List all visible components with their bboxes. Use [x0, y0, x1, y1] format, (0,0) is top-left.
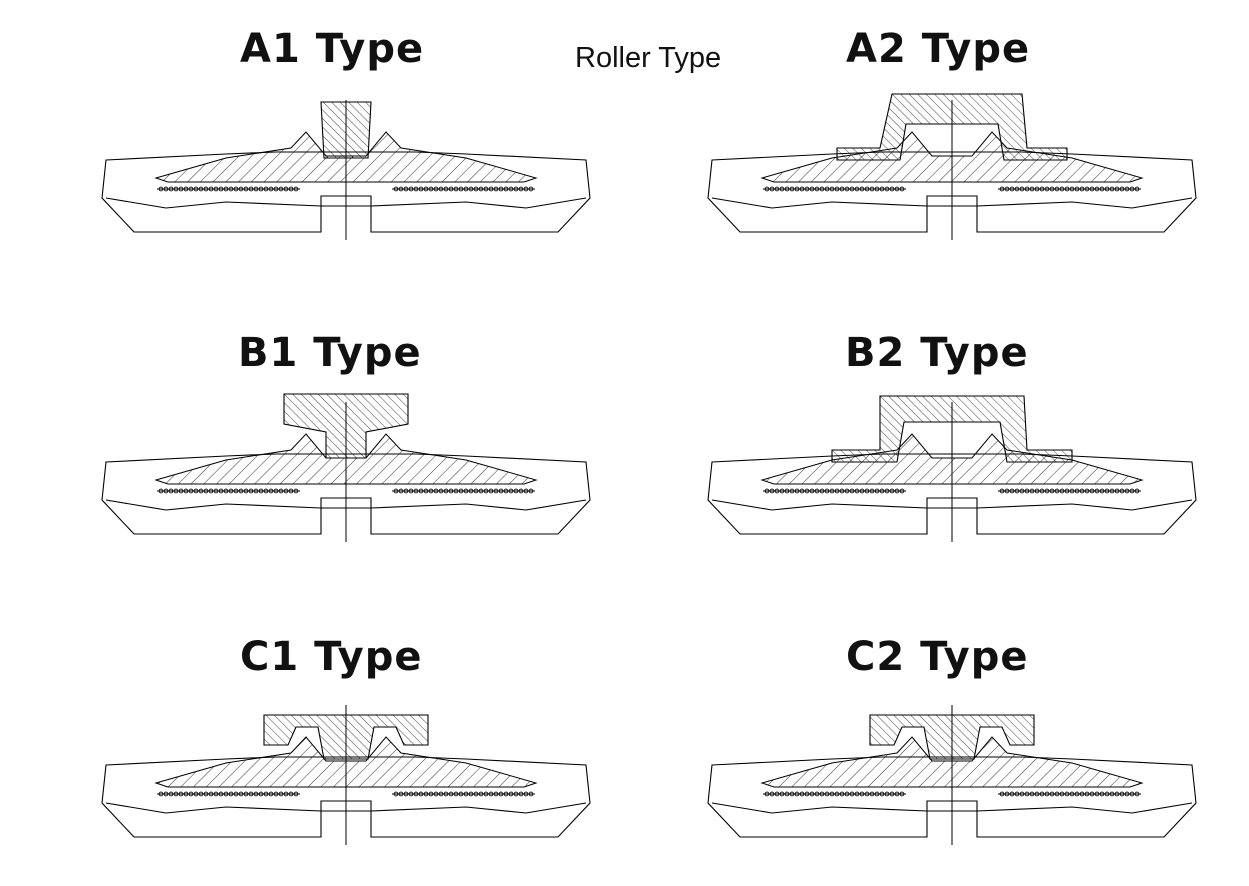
track-profile-b1: [101, 393, 591, 542]
lug-line: [711, 802, 1193, 814]
track-profile-a1: [101, 100, 591, 240]
steel-cords: [763, 186, 1141, 192]
title-b1-type: B1 Type: [238, 330, 422, 376]
lug-line: [105, 197, 587, 209]
lug-line: [711, 499, 1193, 511]
steel-cords: [157, 488, 535, 494]
lug-line: [711, 197, 1193, 209]
title-c2-type: C2 Type: [846, 634, 1029, 680]
steel-cords: [763, 791, 1141, 797]
steel-cords: [157, 186, 535, 192]
steel-cords: [763, 488, 1141, 494]
track-profile-a2: [707, 93, 1197, 240]
title-a1-type: A1 Type: [240, 26, 425, 72]
track-profile-c1: [101, 705, 591, 845]
title-c1-type: C1 Type: [240, 634, 423, 680]
roller-section: [836, 93, 1068, 161]
title-b2-type: B2 Type: [845, 330, 1029, 376]
lug-line: [105, 802, 587, 814]
steel-cords: [157, 791, 535, 797]
lug-line: [105, 499, 587, 511]
roller-section: [831, 395, 1073, 463]
title-a2-type: A2 Type: [846, 26, 1031, 72]
track-profile-b2: [707, 395, 1197, 542]
track-profile-c2: [707, 705, 1197, 845]
title-roller-type: Roller Type: [575, 42, 722, 74]
